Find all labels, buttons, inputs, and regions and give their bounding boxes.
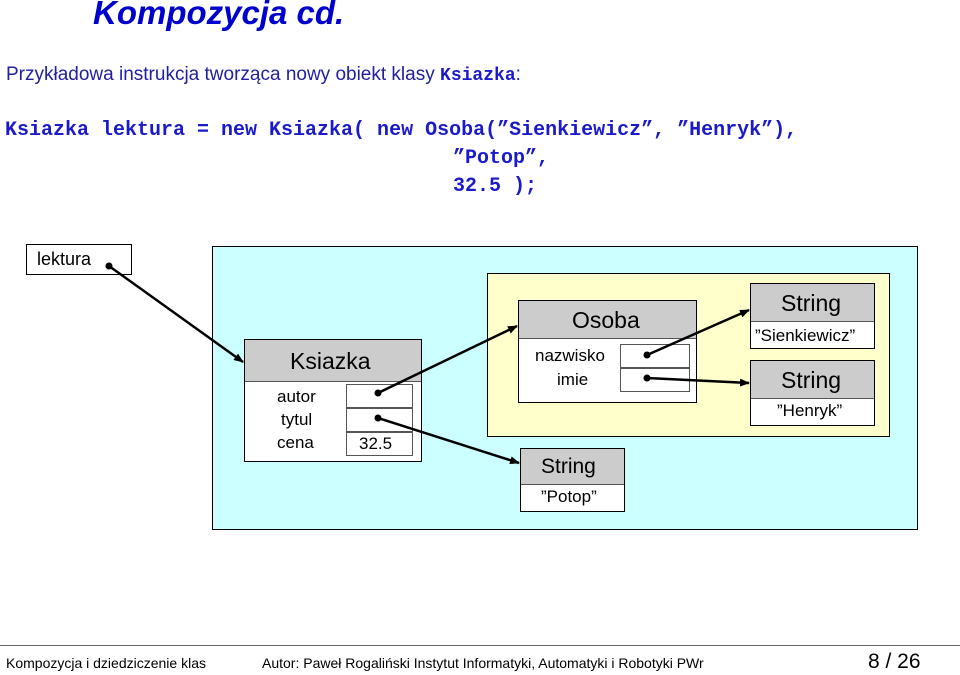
- string-sienkiewicz-value: ”Sienkiewicz”: [755, 326, 856, 345]
- intro-text: Przykładowa instrukcja tworząca nowy obi…: [6, 64, 521, 86]
- ksiazka-object: Ksiazka autor tytul cena 32.5: [244, 339, 422, 462]
- string-potop-header: String: [521, 449, 624, 485]
- string-henryk-header: String: [751, 361, 874, 399]
- footer-divider: [0, 645, 960, 646]
- string-potop-object: String ”Potop”: [520, 448, 625, 512]
- string-sienkiewicz-object: String ”Sienkiewicz”: [750, 283, 875, 349]
- ksiazka-header: Ksiazka: [245, 340, 421, 382]
- intro-class-name: Ksiazka: [440, 66, 516, 86]
- slot-nazwisko: [620, 344, 690, 368]
- field-cena: cena: [277, 433, 314, 452]
- string-sienkiewicz-header: String: [751, 284, 874, 322]
- arrow-nazwisko-to-sienkiewicz: [643, 308, 750, 359]
- slide-title: Kompozycja cd.: [93, 0, 345, 31]
- string-henryk-value: ”Henryk”: [777, 401, 843, 420]
- ksiazka-header-label: Ksiazka: [290, 348, 371, 374]
- cena-value: 32.5: [359, 434, 393, 453]
- code-line-3: 32.5 );: [453, 175, 538, 198]
- code-line-1: Ksiazka lektura = new Ksiazka( new Osoba…: [5, 119, 798, 142]
- osoba-header: Osoba: [519, 301, 696, 339]
- arrow-imie-to-henryk: [643, 374, 750, 387]
- footer-page-number: 8 / 26: [868, 650, 921, 673]
- footer-course: Kompozycja i dziedziczenie klas: [6, 655, 206, 671]
- intro-colon: :: [515, 64, 521, 85]
- string-henryk-header-label: String: [781, 367, 842, 393]
- field-imie: imie: [557, 370, 589, 389]
- code-line-2: ”Potop”,: [453, 147, 550, 170]
- arrow-tytul-to-potop: [374, 414, 520, 465]
- field-tytul: tytul: [281, 410, 313, 429]
- string-potop-value: ”Potop”: [541, 487, 597, 506]
- slot-cena: 32.5: [346, 432, 413, 456]
- osoba-header-label: Osoba: [572, 307, 640, 333]
- string-sienkiewicz-header-label: String: [781, 290, 842, 316]
- string-henryk-object: String ”Henryk”: [750, 360, 875, 426]
- field-autor: autor: [277, 387, 316, 406]
- intro-sentence: Przykładowa instrukcja tworząca nowy obi…: [6, 64, 441, 85]
- arrow-autor-to-osoba: [374, 324, 518, 397]
- field-nazwisko: nazwisko: [535, 346, 605, 365]
- footer-author: Autor: Paweł Rogaliński Instytut Informa…: [262, 655, 704, 671]
- osoba-object: Osoba nazwisko imie: [518, 300, 697, 403]
- string-potop-header-label: String: [541, 455, 596, 478]
- arrow-lektura-to-ksiazka: [105, 262, 244, 364]
- reference-label: lektura: [37, 249, 92, 269]
